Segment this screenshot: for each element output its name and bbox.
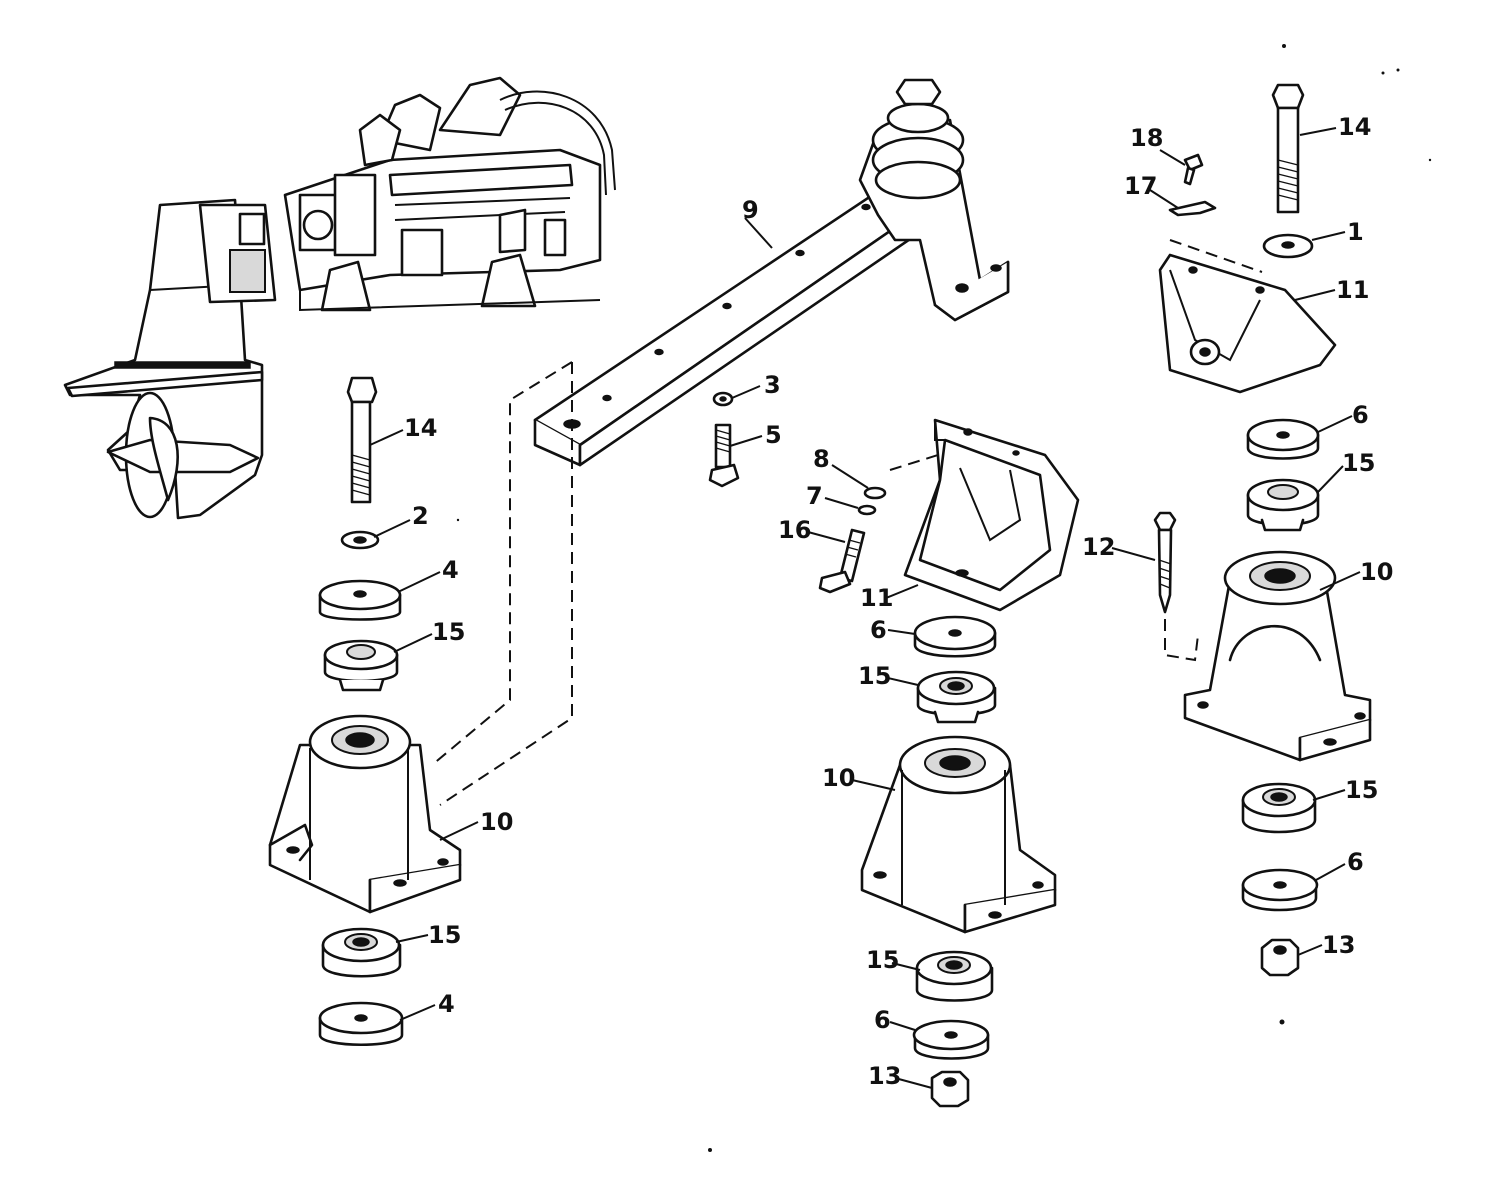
callout-2: 2 <box>412 502 429 530</box>
callout-10-right: 10 <box>1360 558 1393 586</box>
callout-16: 16 <box>778 516 811 544</box>
callout-12: 12 <box>1082 533 1115 561</box>
callout-5: 5 <box>765 421 782 449</box>
callout-leader-lines <box>369 127 1361 1089</box>
callout-15-right-lower: 15 <box>1345 776 1378 804</box>
callout-6-middle-upper: 6 <box>870 616 887 644</box>
callout-4-lower: 4 <box>438 990 455 1018</box>
callout-18: 18 <box>1130 124 1163 152</box>
scan-specks <box>456 44 1432 1152</box>
callout-11-middle: 11 <box>860 584 893 612</box>
left-mount-stack <box>268 376 462 1046</box>
callout-6-right-upper: 6 <box>1352 401 1369 429</box>
assembly-guide-lines <box>431 239 1263 806</box>
callout-11-right: 11 <box>1336 276 1369 304</box>
callout-15-left-upper: 15 <box>432 618 465 646</box>
callout-15-middle-upper: 15 <box>858 662 891 690</box>
callout-15-right-upper: 15 <box>1342 449 1375 477</box>
callout-6-middle-lower: 6 <box>874 1006 891 1034</box>
callout-17: 17 <box>1124 172 1157 200</box>
callout-15-middle-lower: 15 <box>866 946 899 974</box>
callout-3: 3 <box>764 371 781 399</box>
crossbar-part-9 <box>533 78 1010 467</box>
engine-and-sterndrive-illustration <box>63 76 616 520</box>
callout-13-middle: 13 <box>868 1062 901 1090</box>
callout-1: 1 <box>1347 218 1364 246</box>
callout-7: 7 <box>806 482 823 510</box>
callout-9: 9 <box>742 196 759 224</box>
callout-labels: 14 2 4 15 10 15 4 9 3 5 8 7 16 11 6 15 1… <box>404 113 1393 1090</box>
callout-15-left-lower: 15 <box>428 921 461 949</box>
callout-4-upper: 4 <box>442 556 459 584</box>
middle-mount-stack <box>708 391 1080 1108</box>
callout-10-left: 10 <box>480 808 513 836</box>
callout-8: 8 <box>813 445 830 473</box>
callout-10-middle: 10 <box>822 764 855 792</box>
callout-14-right: 14 <box>1338 113 1371 141</box>
callout-14-left: 14 <box>404 414 437 442</box>
right-mount-stack <box>1153 83 1372 977</box>
callout-13-right: 13 <box>1322 931 1355 959</box>
callout-6-right-lower: 6 <box>1347 848 1364 876</box>
